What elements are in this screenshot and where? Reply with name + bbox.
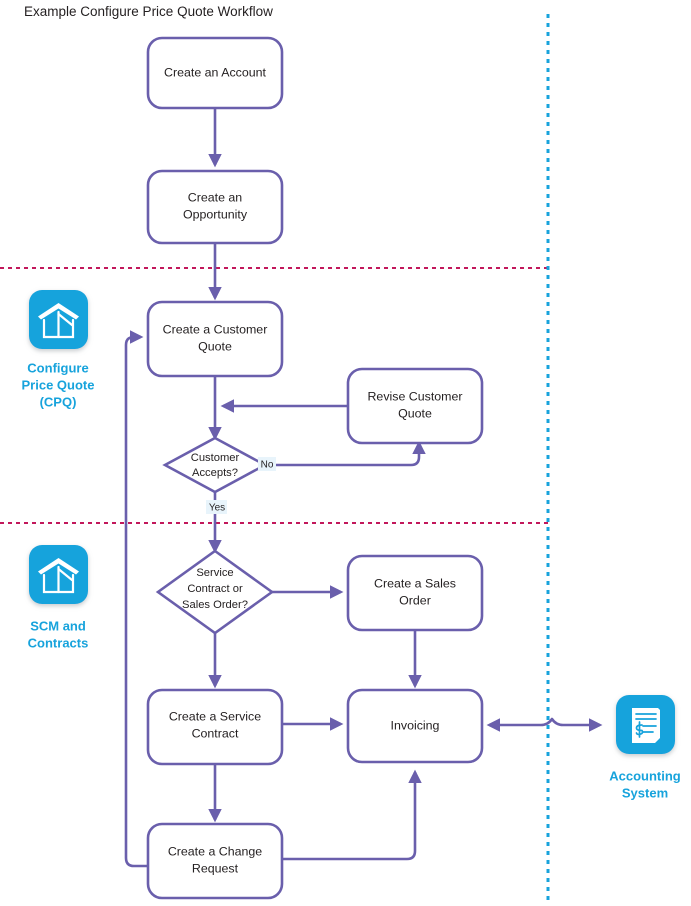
app-accounting-label-1: Accounting	[609, 768, 681, 783]
node-create-customer-quote-label-1: Create a Customer	[163, 322, 268, 336]
node-create-sales-order-shape	[346, 554, 484, 632]
app-scm[interactable]: SCM and Contracts	[28, 545, 89, 650]
edge-label-no-text: No	[261, 460, 274, 471]
node-create-change-request-label-2: Request	[192, 861, 239, 875]
node-create-customer-quote-label-2: Quote	[198, 339, 232, 353]
node-customer-accepts-label-2: Accepts?	[192, 467, 238, 479]
node-create-account-label: Create an Account	[164, 65, 267, 79]
node-revise-customer-quote-label-2: Quote	[398, 406, 432, 420]
app-accounting[interactable]: Accounting System	[609, 695, 681, 800]
node-create-customer-quote[interactable]: Create a Customer Quote	[146, 300, 284, 378]
edge-change-request-to-invoicing	[282, 769, 422, 861]
node-create-sales-order[interactable]: Create a Sales Order	[346, 554, 484, 632]
node-create-service-contract-shape	[146, 688, 284, 766]
node-invoicing[interactable]: Invoicing	[346, 688, 484, 764]
building-icon	[38, 303, 79, 339]
edge-label-yes: Yes	[206, 500, 227, 514]
node-create-change-request[interactable]: Create a Change Request	[146, 822, 284, 900]
app-cpq-label-2: Price Quote	[22, 377, 95, 392]
invoice-dollar-icon	[632, 708, 660, 743]
app-scm-label-2: Contracts	[28, 635, 89, 650]
node-create-service-contract-label-1: Create a Service	[169, 709, 261, 723]
app-cpq-label-3: (CPQ)	[40, 394, 77, 409]
node-service-or-sales-label-3: Sales Order?	[182, 599, 248, 611]
edge-label-no-bg	[258, 457, 276, 471]
edge-label-no: No	[258, 457, 276, 471]
node-customer-accepts-shape	[162, 436, 268, 494]
node-invoicing-shape	[346, 688, 484, 764]
node-invoicing-label: Invoicing	[391, 718, 440, 732]
edge-change-request-to-quote-loop	[124, 330, 148, 868]
page-title: Example Configure Price Quote Workflow	[24, 4, 273, 19]
node-create-opportunity[interactable]: Create an Opportunity	[146, 169, 284, 245]
node-create-account[interactable]: Create an Account	[146, 36, 284, 110]
node-create-service-contract[interactable]: Create a Service Contract	[146, 688, 284, 766]
app-scm-label-1: SCM and	[30, 618, 86, 633]
node-customer-accepts-label-1: Customer	[191, 452, 240, 464]
edge-label-yes-text: Yes	[209, 503, 225, 514]
node-revise-customer-quote[interactable]: Revise Customer Quote	[346, 367, 484, 445]
node-create-customer-quote-shape	[146, 300, 284, 378]
node-create-change-request-label-1: Create a Change	[168, 844, 262, 858]
node-revise-customer-quote-label-1: Revise Customer	[367, 389, 462, 403]
node-create-opportunity-label-1: Create an	[188, 190, 243, 204]
edge-invoicing-to-accounting	[486, 717, 603, 732]
node-create-sales-order-label-2: Order	[399, 593, 431, 607]
node-create-service-contract-label-2: Contract	[192, 726, 239, 740]
node-create-opportunity-shape	[146, 169, 284, 245]
app-cpq-label-1: Configure	[27, 360, 88, 375]
edge-accepts-no-to-revise	[258, 440, 426, 467]
node-customer-accepts[interactable]: Customer Accepts?	[162, 436, 268, 494]
node-revise-customer-quote-shape	[346, 367, 484, 445]
node-create-opportunity-label-2: Opportunity	[183, 207, 248, 221]
node-service-or-sales-label-2: Contract or	[187, 583, 243, 595]
node-create-change-request-shape	[146, 822, 284, 900]
node-service-or-sales-shape	[155, 549, 275, 635]
node-service-or-sales-label-1: Service	[196, 567, 233, 579]
node-create-account-shape	[146, 36, 284, 110]
app-cpq[interactable]: Configure Price Quote (CPQ)	[22, 290, 95, 409]
node-create-sales-order-label-1: Create a Sales	[374, 576, 456, 590]
building-icon	[38, 558, 79, 594]
node-service-or-sales[interactable]: Service Contract or Sales Order?	[155, 549, 275, 635]
edge-label-yes-bg	[206, 500, 227, 514]
app-accounting-label-2: System	[622, 785, 668, 800]
